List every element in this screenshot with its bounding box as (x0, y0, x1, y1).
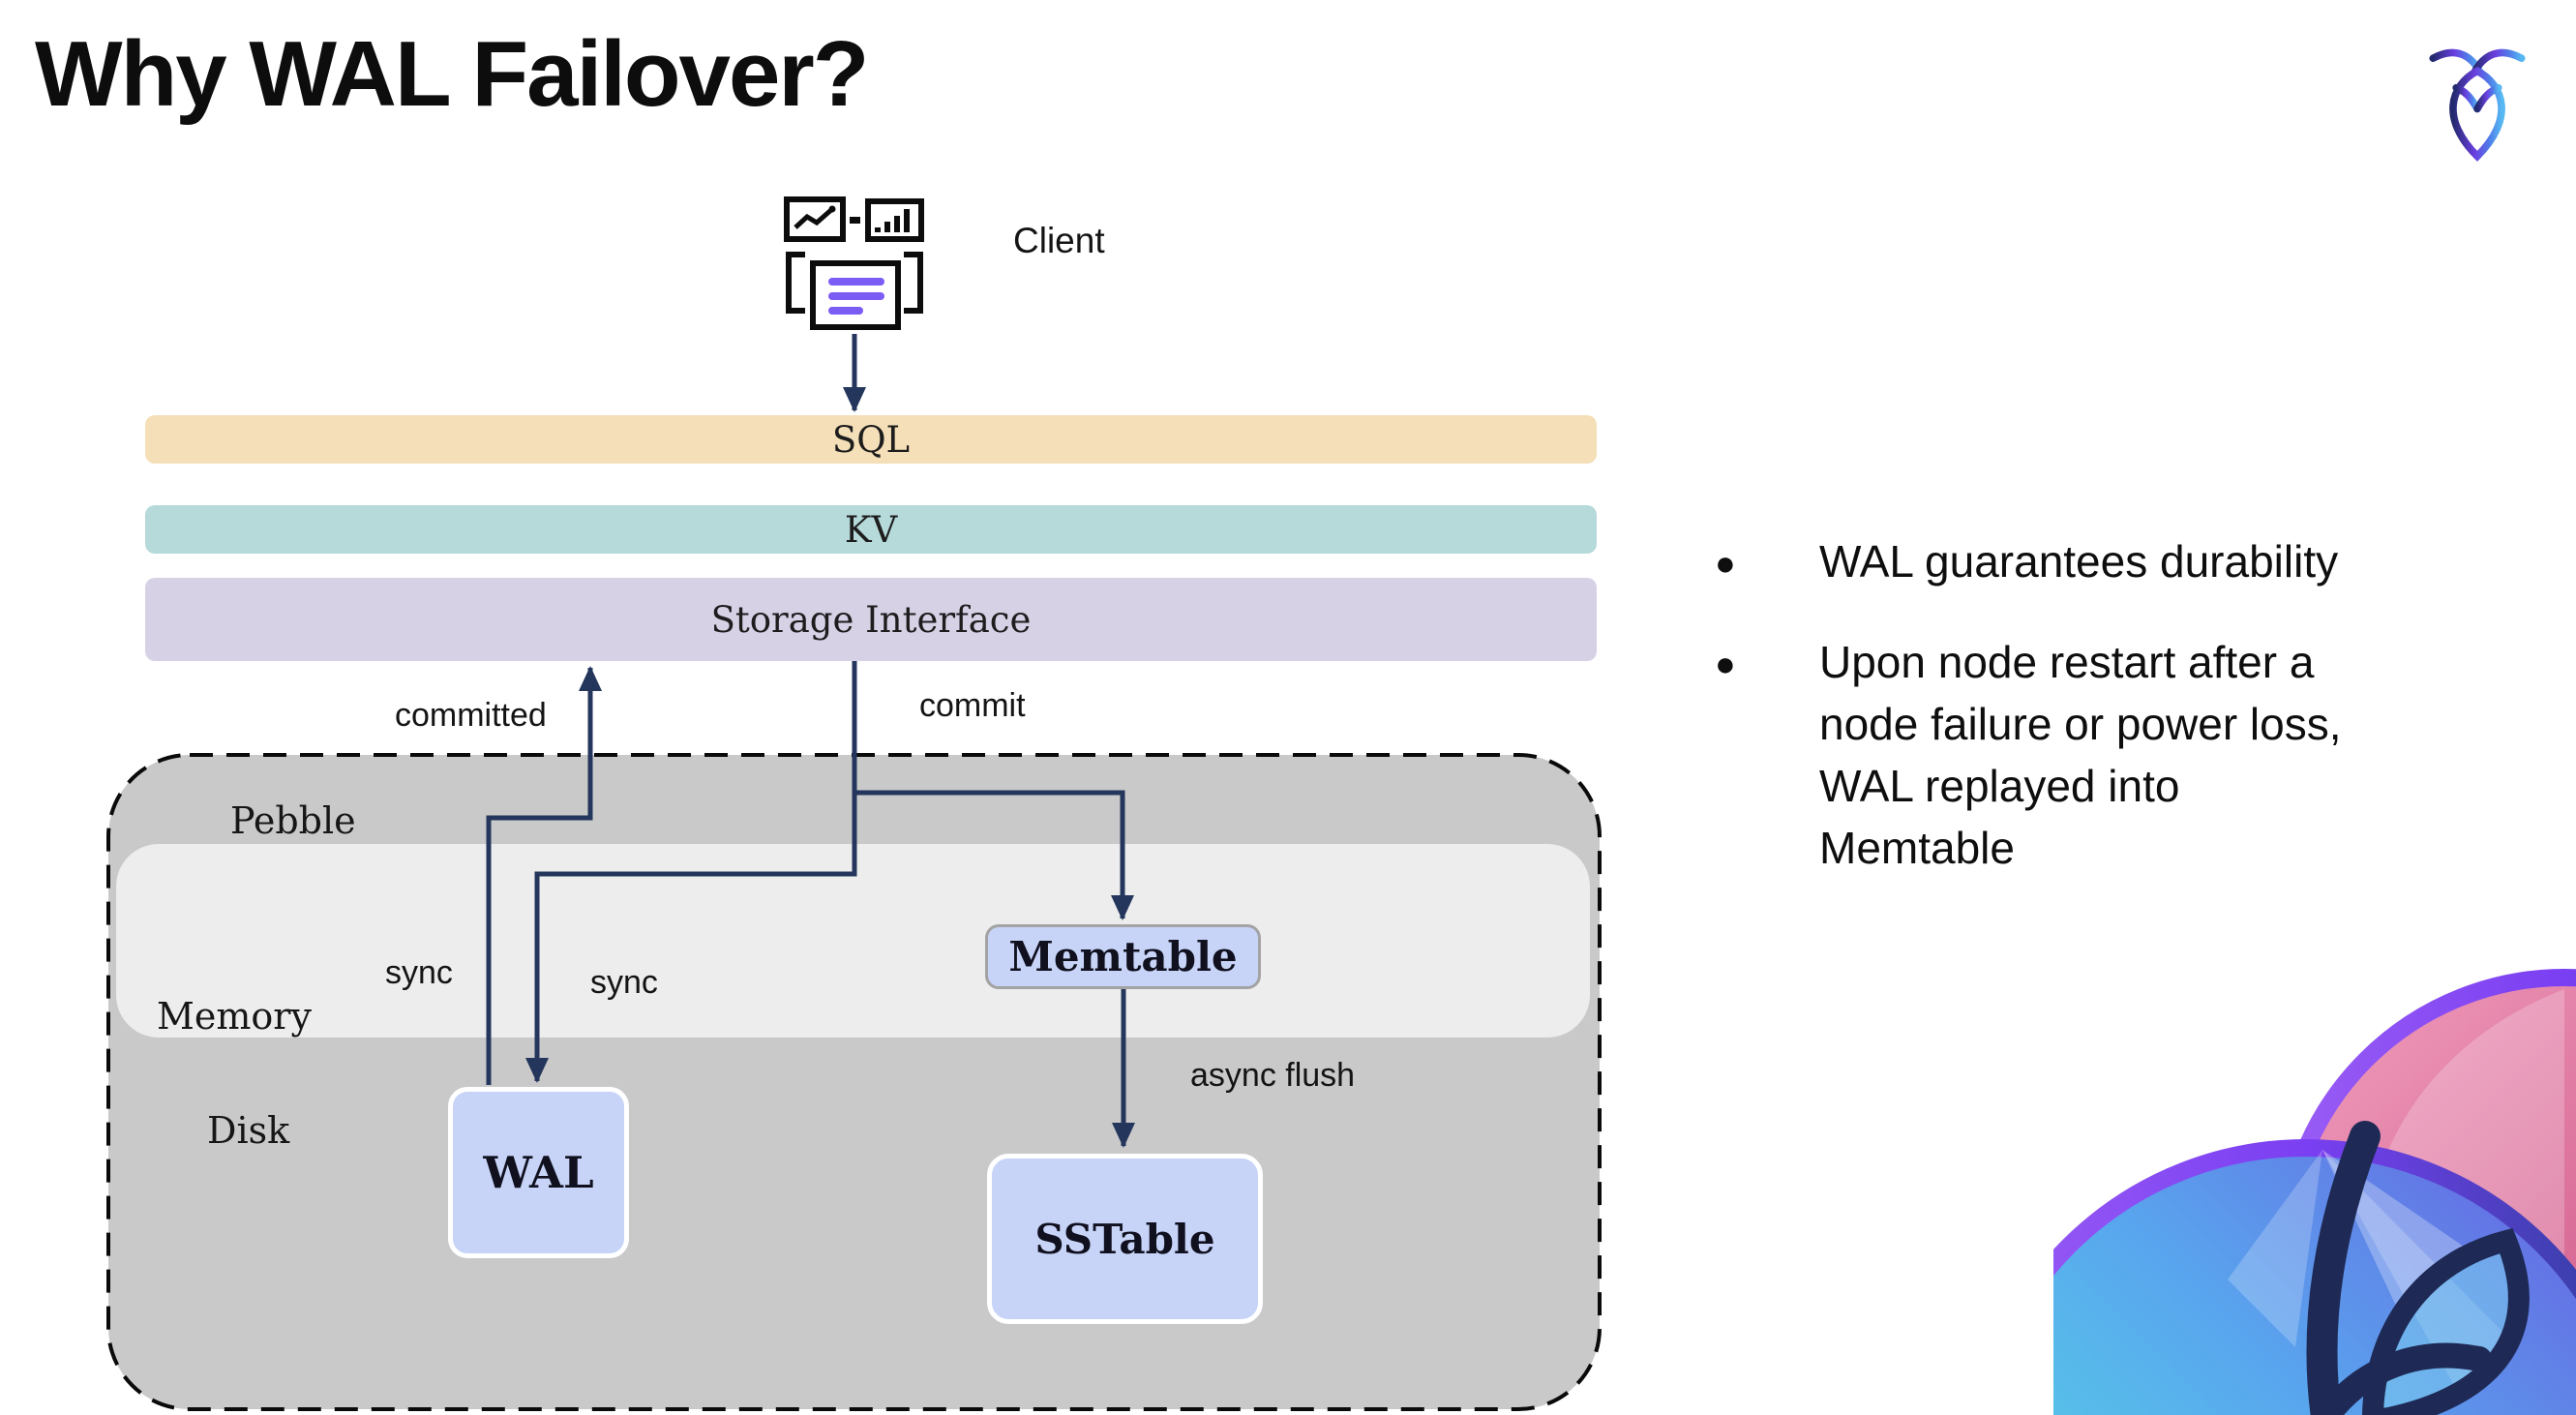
client-label: Client (1013, 221, 1105, 260)
sync-left-edge-label: sync (385, 954, 453, 991)
bullet-item: Upon node restart after a node failure o… (1715, 631, 2353, 879)
bullet-item: WAL guarantees durability (1715, 530, 2353, 594)
commit-edge-label: commit (919, 687, 1026, 724)
document-icon (810, 260, 901, 330)
sstable-node: SSTable (987, 1154, 1263, 1324)
bracket-left-icon (786, 252, 805, 314)
async-flush-edge-label: async flush (1190, 1057, 1356, 1094)
sstable-node-label: SSTable (1034, 1215, 1215, 1263)
bar-chart-icon (865, 198, 924, 242)
sync-right-edge-label: sync (590, 964, 658, 1001)
memory-band (116, 844, 1590, 1038)
sql-layer-bar: SQL (145, 415, 1597, 464)
memtable-node-label: Memtable (1008, 933, 1238, 980)
bracket-right-icon (904, 252, 923, 314)
memory-label: Memory (157, 995, 312, 1038)
arrow-commit-to-memtable (854, 790, 1134, 920)
kv-layer-bar: KV (145, 505, 1597, 554)
memtable-node: Memtable (985, 924, 1261, 989)
storage-layer-bar: Storage Interface (145, 578, 1597, 661)
client-icon (784, 196, 925, 334)
line-chart-icon (784, 196, 846, 242)
pebble-label: Pebble (230, 799, 356, 842)
bullet-list: WAL guarantees durability Upon node rest… (1715, 530, 2353, 918)
wal-node-label: WAL (483, 1147, 594, 1198)
arrow-commit-sync-to-wal (525, 661, 857, 1083)
storage-layer-label: Storage Interface (710, 598, 1032, 641)
dash-connector (850, 217, 860, 224)
page-title: Why WAL Failover? (35, 22, 869, 126)
committed-edge-label: committed (395, 697, 547, 734)
disk-label: Disk (207, 1109, 290, 1152)
pebble-container (106, 753, 1602, 1411)
wal-node: WAL (448, 1087, 629, 1258)
kv-layer-label: KV (844, 508, 898, 551)
cockroachdb-logo-icon (2429, 48, 2526, 162)
sql-layer-label: SQL (831, 418, 911, 461)
brand-art (2053, 969, 2576, 1415)
